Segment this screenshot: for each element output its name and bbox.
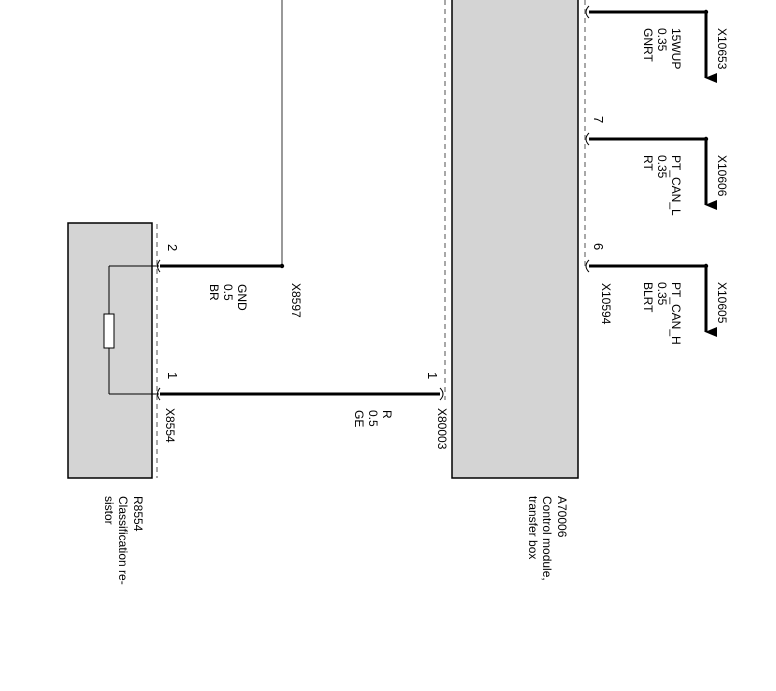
splice-label: X8597 — [289, 283, 303, 318]
module-pin-7-label: 7 — [591, 116, 606, 123]
r-size-label: 0.5 — [366, 410, 380, 427]
resistor-pin-1-label: 1 — [165, 372, 180, 379]
gnd-signal-label: GND — [235, 284, 249, 311]
pt-can-l-connector-label: X10606 — [715, 155, 729, 197]
gnd-size-label: 0.5 — [221, 284, 235, 301]
15wup-signal-label: 15WUP — [669, 28, 683, 69]
resistor-description-line2: sistor — [102, 496, 116, 525]
resistor-pin-2-label: 2 — [165, 244, 180, 251]
resistor-symbol — [103, 265, 159, 395]
resistor-id-label: R8554 — [131, 496, 145, 532]
15wup-size-label: 0.35 — [655, 28, 669, 52]
resistor-connector-label: X8554 — [163, 408, 177, 443]
splice-dot — [279, 263, 285, 269]
resistor-component-box — [67, 222, 153, 479]
wire-15wup — [585, 5, 717, 83]
module-description-line2: transfer box — [526, 496, 540, 559]
module-right-connector-label: X10594 — [599, 283, 613, 325]
module-left-connector-label: X80003 — [435, 408, 449, 450]
pt-can-h-signal-label: PT_CAN_H — [669, 282, 683, 345]
pin-1-socket — [157, 387, 161, 401]
module-id-label: A70006 — [555, 496, 569, 538]
r-color-label: GE — [352, 410, 366, 427]
wire-pt-can-h — [585, 259, 717, 337]
module-pin-6-label: 6 — [591, 243, 606, 250]
pt-can-l-size-label: 0.35 — [655, 155, 669, 179]
pt-can-h-color-label: BLRT — [641, 282, 655, 313]
pin-2-socket — [157, 259, 161, 273]
control-module-box — [451, 0, 579, 479]
r-signal-label: R — [380, 410, 394, 419]
module-pin-1-label: 1 — [425, 372, 440, 379]
pt-can-l-color-label: RT — [641, 155, 655, 171]
gnd-color-label: BR — [207, 284, 221, 301]
wire-pt-can-l — [585, 132, 717, 210]
module-description-line1: Control module, — [540, 496, 554, 581]
pt-can-l-signal-label: PT_CAN_L — [669, 155, 683, 216]
resistor-description-line1: Classification re- — [116, 496, 130, 585]
15wup-connector-label: X10653 — [715, 28, 729, 70]
pt-can-h-connector-label: X10605 — [715, 282, 729, 324]
15wup-color-label: GNRT — [641, 28, 655, 62]
module-pin-1-socket — [439, 387, 444, 401]
pt-can-h-size-label: 0.35 — [655, 282, 669, 306]
